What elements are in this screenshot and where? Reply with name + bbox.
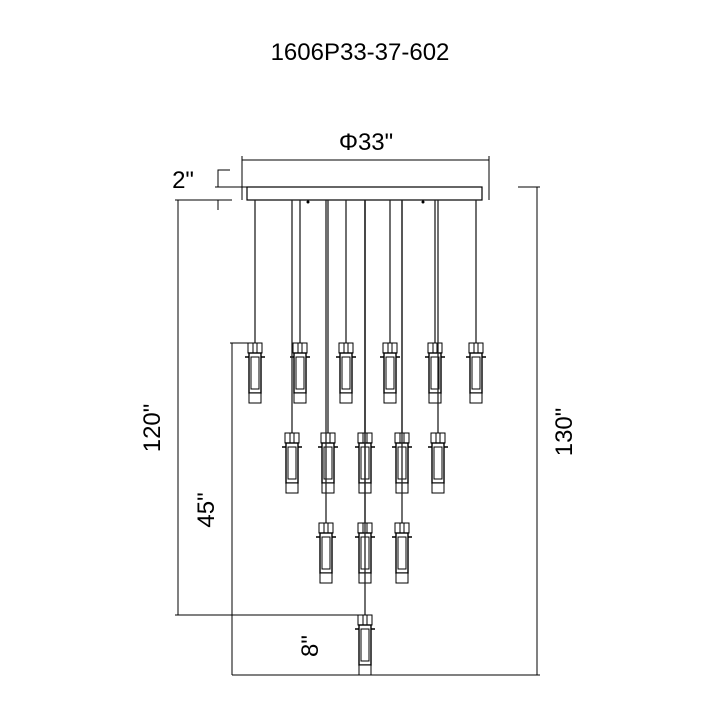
diameter-label: Φ33" (339, 129, 393, 156)
pendant (392, 522, 412, 584)
pendant (428, 432, 448, 494)
pendant (466, 342, 486, 404)
pendant (355, 614, 375, 676)
pendant (380, 342, 400, 404)
pendant (282, 432, 302, 494)
canopy (246, 186, 483, 201)
pendant (318, 432, 338, 494)
pendant (290, 342, 310, 404)
pendant-height-label: 8" (297, 635, 324, 657)
pendant (336, 342, 356, 404)
max-height-dimension: 130" (232, 186, 578, 676)
min-height-dimension: 120" (139, 199, 360, 616)
canopy-height-label: 2" (172, 167, 194, 194)
fixture-height-label: 45" (193, 492, 220, 527)
model-number-title: 1606P33-37-602 (271, 39, 450, 66)
pendant (425, 342, 445, 404)
pendant-height-dimension: 8" (297, 635, 324, 657)
diameter-dimension: Φ33" (241, 129, 490, 200)
pendant (316, 522, 336, 584)
canopy-height-dimension: 2" (172, 167, 247, 210)
pendant (245, 342, 265, 404)
fixture-height-dimension: 45" (193, 342, 250, 675)
pendants (245, 200, 486, 676)
min-height-label: 120" (139, 404, 166, 453)
max-height-label: 130" (551, 408, 578, 457)
